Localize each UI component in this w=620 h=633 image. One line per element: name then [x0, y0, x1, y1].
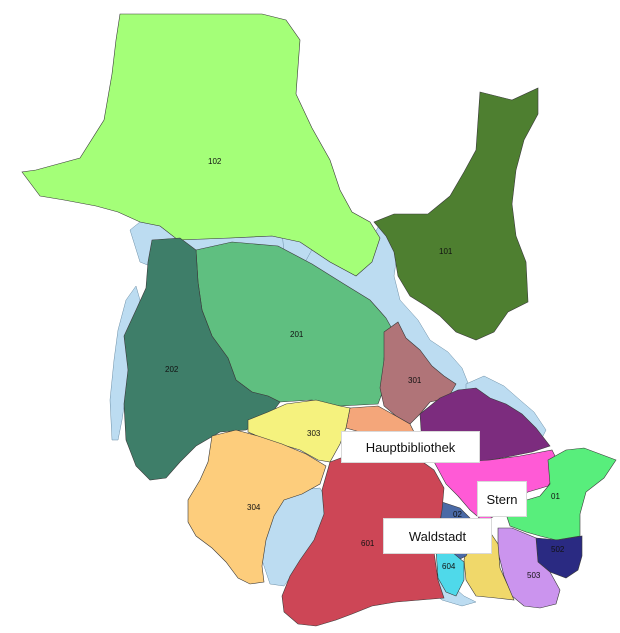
waldstadt-label: Waldstadt [384, 519, 491, 553]
district-labels: 102 101 201 202 301 303 304 01 502 503 6… [165, 157, 565, 580]
district-label-303: 303 [307, 429, 321, 438]
district-label-601: 601 [361, 539, 375, 548]
district-label-501: 01 [551, 492, 560, 501]
district-label-604: 604 [442, 562, 456, 571]
district-label-202: 202 [165, 365, 179, 374]
district-label-502: 502 [551, 545, 565, 554]
stern-label: Stern [478, 482, 526, 516]
district-503-area [497, 527, 561, 609]
district-label-304: 304 [247, 503, 261, 512]
district-102-area [21, 13, 381, 277]
district-label-602: 02 [453, 510, 462, 519]
district-label-101: 101 [439, 247, 453, 256]
districts [21, 13, 617, 627]
district-202-area [123, 237, 281, 481]
hauptbibliothek-label: Hauptbibliothek [342, 432, 479, 462]
district-304-area [187, 429, 327, 585]
district-label-201: 201 [290, 330, 304, 339]
district-label-503: 503 [527, 571, 541, 580]
district-label-301: 301 [408, 376, 422, 385]
district-label-102: 102 [208, 157, 222, 166]
district-604-area [435, 549, 465, 597]
district-101-area [373, 87, 539, 341]
